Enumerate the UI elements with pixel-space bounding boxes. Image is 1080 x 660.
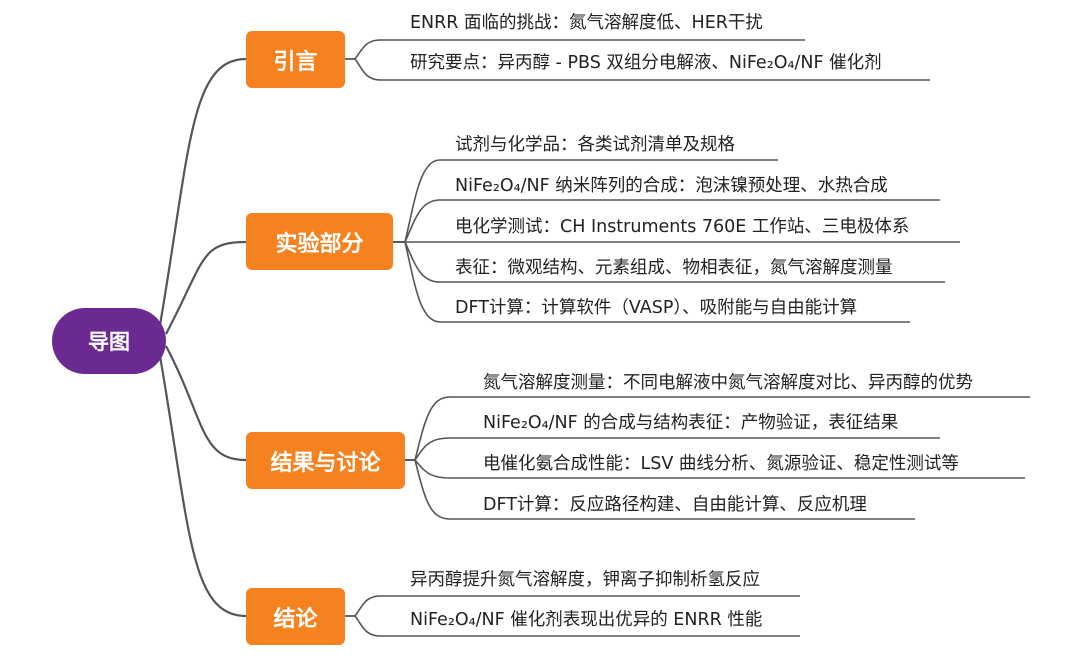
leaf-node[interactable]: 电催化氨合成性能：LSV 曲线分析、氮源验证、稳定性测试等 <box>483 454 959 474</box>
leaf-node[interactable]: 研究要点：异丙醇 - PBS 双组分电解液、NiFe₂O₄/NF 催化剂 <box>410 53 882 73</box>
leaf-node[interactable]: 异丙醇提升氮气溶解度，钾离子抑制析氢反应 <box>410 570 760 590</box>
leaf-node[interactable]: NiFe₂O₄/NF 催化剂表现出优异的 ENRR 性能 <box>410 610 763 630</box>
leaf-connector <box>393 241 910 323</box>
branch-results-discussion[interactable]: 结果与讨论 <box>246 432 405 489</box>
root-connector-2 <box>165 240 247 335</box>
branch-experimental[interactable]: 实验部分 <box>246 213 393 270</box>
leaf-connector <box>345 615 800 637</box>
root-connector-1 <box>158 57 247 326</box>
root-connector-4 <box>158 355 247 618</box>
root-connector-3 <box>165 345 247 462</box>
leaf-node[interactable]: NiFe₂O₄/NF 的合成与结构表征：产物验证，表征结果 <box>483 413 899 433</box>
branch-conclusion[interactable]: 结论 <box>246 588 345 645</box>
leaf-connector <box>405 459 915 520</box>
leaf-node[interactable]: 表征：微观结构、元素组成、物相表征，氮气溶解度测量 <box>455 258 893 278</box>
leaf-node[interactable]: DFT计算：反应路径构建、自由能计算、反应机理 <box>483 495 867 515</box>
leaf-node[interactable]: DFT计算：计算软件（VASP）、吸附能与自由能计算 <box>455 298 858 318</box>
leaf-node[interactable]: NiFe₂O₄/NF 纳米阵列的合成：泡沫镍预处理、水热合成 <box>455 176 888 196</box>
leaf-connector <box>345 58 930 81</box>
leaf-connector <box>405 396 1030 461</box>
branch-introduction[interactable]: 引言 <box>246 31 345 88</box>
leaf-node[interactable]: 电化学测试：CH Instruments 760E 工作站、三电极体系 <box>455 217 910 237</box>
leaf-node[interactable]: ENRR 面临的挑战：氮气溶解度低、HER干扰 <box>410 13 763 33</box>
root-node[interactable]: 导图 <box>52 308 166 374</box>
leaf-node[interactable]: 氮气溶解度测量：不同电解液中氮气溶解度对比、异丙醇的优势 <box>483 373 973 393</box>
leaf-node[interactable]: 试剂与化学品：各类试剂清单及规格 <box>455 135 735 155</box>
leaf-connector <box>393 159 778 243</box>
leaf-connector <box>393 199 940 243</box>
